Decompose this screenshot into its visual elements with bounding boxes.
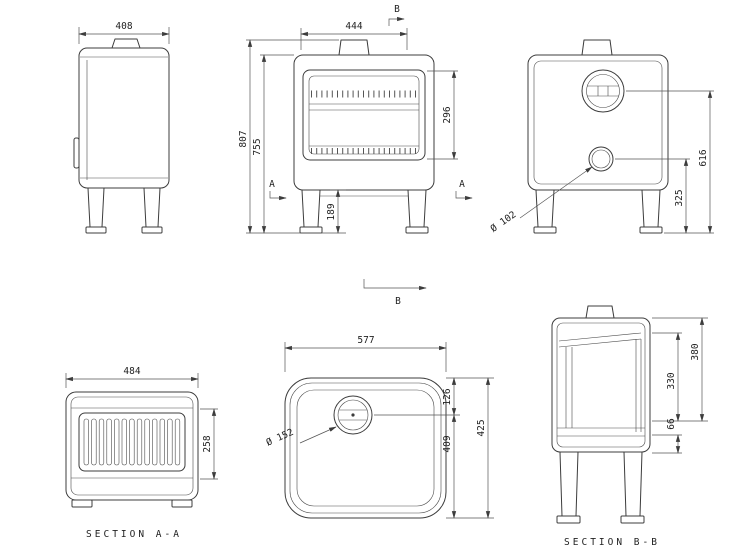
grille-frame [78,412,186,472]
front-view: B 444 807 755 [238,4,473,234]
dim-outlet-centre-height: 325 [674,189,685,206]
section-bb-flue-collar [585,305,615,319]
dim-flue-offset: 126 [442,388,453,405]
side-legs [85,187,163,234]
top-outer [284,377,447,519]
section-bb-outer [551,317,651,453]
door-glass-section [635,339,642,432]
dim-flue-to-front: 409 [442,435,453,452]
outlet-height-dimension: 325 [615,158,690,234]
top-depth-dimension: 577 [284,335,447,372]
side-body [78,47,170,189]
rear-flue-opening [581,69,625,113]
door-frame [302,69,426,161]
section-bb-caption: SECTION B-B [564,537,660,548]
leg-height-dimension: 189 [326,189,346,234]
firebrick-lines [565,347,573,428]
door-glass [308,75,420,155]
side-width-dimension: 408 [78,21,170,44]
overall-height-dimension: 807 755 [238,39,346,234]
dim-body-height: 755 [252,138,263,155]
section-aa-outer [65,391,199,501]
rear-legs [533,189,663,234]
section-b-marker-bottom: B [363,279,427,307]
front-legs [299,189,429,234]
flue-height-dimension: 616 [626,90,714,234]
section-aa-width-dimension: 484 [65,366,199,388]
section-a-marker-right: A [455,179,473,201]
section-aa-feet [71,499,193,508]
door-height-dimension: 296 [427,70,458,160]
section-b-marker-top: B [388,4,405,26]
section-a-right-label: A [459,179,465,190]
front-width-dimension: 444 [300,21,408,50]
section-bb-dimensions: 380 330 66 [652,317,708,454]
top-view: 577 Ø 152 126 409 425 [265,335,494,519]
door-handle [73,137,80,169]
dim-door-height: 296 [442,106,453,123]
dim-side-width: 408 [115,21,132,32]
section-bb-inner [556,322,646,448]
outlet-diameter-callout: Ø 102 [489,166,593,235]
section-bb-view: 380 330 66 SECTION B-B [551,305,708,548]
dim-top-width: 425 [476,419,487,436]
section-a-marker-left: A [269,179,287,201]
base-plates [557,427,645,437]
dim-section-aa-width: 484 [123,366,140,377]
section-aa-inner [70,396,194,496]
section-a-left-label: A [269,179,275,190]
rear-ribbed-panel [533,60,663,185]
baffle-plate [558,332,642,348]
top-right-dimensions: 126 409 425 [374,377,494,519]
side-flue-collar [111,38,141,49]
section-bb-legs [556,451,645,524]
dim-top-depth: 577 [357,335,374,346]
dim-outlet-diameter: Ø 102 [489,209,519,234]
dim-opening-height: 258 [202,435,213,452]
dim-flue-diameter: Ø 152 [265,427,296,449]
dim-bb-upper: 380 [690,343,701,360]
rear-body [527,54,669,191]
section-aa-opening-dimension: 258 [200,408,218,480]
top-flue-opening [333,395,373,435]
section-aa-view: 484 258 SEC [65,366,218,540]
section-aa-caption: SECTION A-A [86,529,182,540]
rear-view: Ø 102 616 325 [489,39,714,235]
dim-front-width: 444 [345,21,362,32]
top-inner-2 [296,389,435,507]
dim-leg-clearance: 189 [326,203,337,220]
front-body [293,54,435,191]
grille-slats [83,418,181,466]
dim-flue-centre-height: 616 [698,149,709,166]
dim-overall-height: 807 [238,130,249,147]
rear-outlet-opening [588,146,614,172]
top-inner-1 [289,382,442,514]
dim-bb-mid: 330 [666,372,677,389]
dim-bb-lower: 66 [666,418,677,430]
front-flue-collar [338,39,370,56]
section-b-bottom-label: B [395,296,401,307]
section-b-top-label: B [394,4,400,15]
rear-flue-collar [581,39,613,56]
side-view: 408 [73,21,170,234]
flue-diameter-callout: Ø 152 [265,426,337,449]
